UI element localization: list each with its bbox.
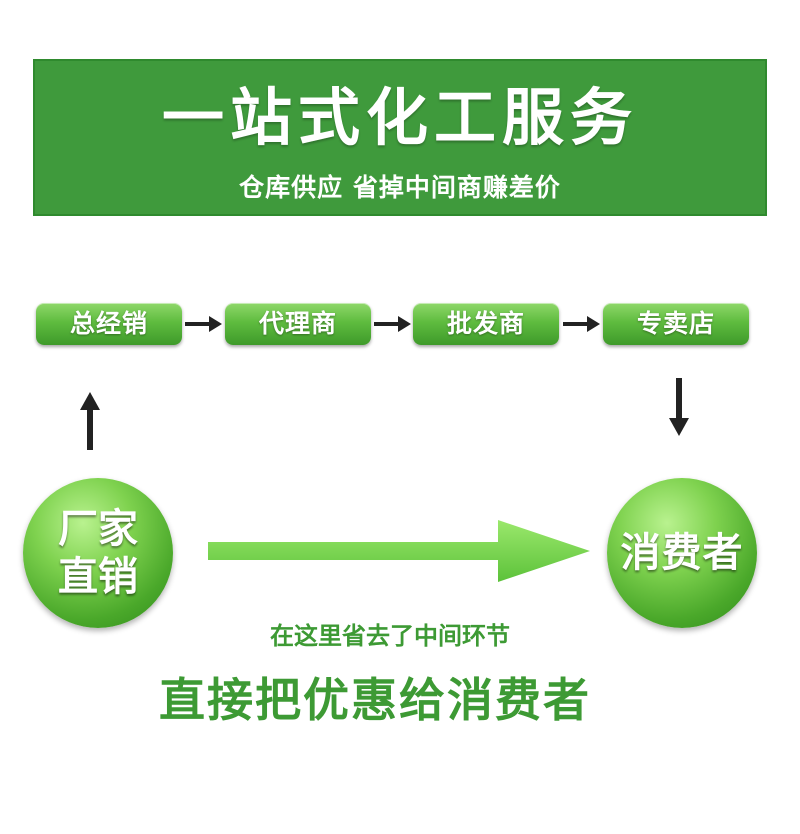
factory-label-line1: 厂家: [58, 506, 138, 552]
factory-label-line2: 直销: [58, 554, 138, 600]
right-arrow-icon: [185, 316, 222, 332]
chain-step-store: 专卖店: [603, 303, 749, 345]
right-arrow-icon: [374, 316, 411, 332]
right-arrow-icon: [563, 316, 600, 332]
down-arrow-icon: [669, 378, 689, 436]
factory-direct-circle: 厂家 直销: [23, 478, 173, 628]
big-right-arrow-icon: [208, 520, 590, 582]
consumer-circle: 消费者: [607, 478, 757, 628]
consumer-label: 消费者: [620, 530, 744, 576]
header-banner: 一站式化工服务 仓库供应 省掉中间商赚差价: [33, 59, 767, 216]
chain-step-agent: 代理商: [225, 303, 371, 345]
chain-step-wholesaler: 批发商: [413, 303, 559, 345]
chain-step-distributor: 总经销: [36, 303, 182, 345]
banner-title: 一站式化工服务: [161, 81, 638, 154]
slogan: 直接把优惠给消费者: [159, 673, 591, 727]
middleman-note: 在这里省去了中间环节: [270, 622, 510, 650]
banner-subtitle: 仓库供应 省掉中间商赚差价: [239, 173, 561, 202]
up-arrow-icon: [80, 392, 100, 450]
